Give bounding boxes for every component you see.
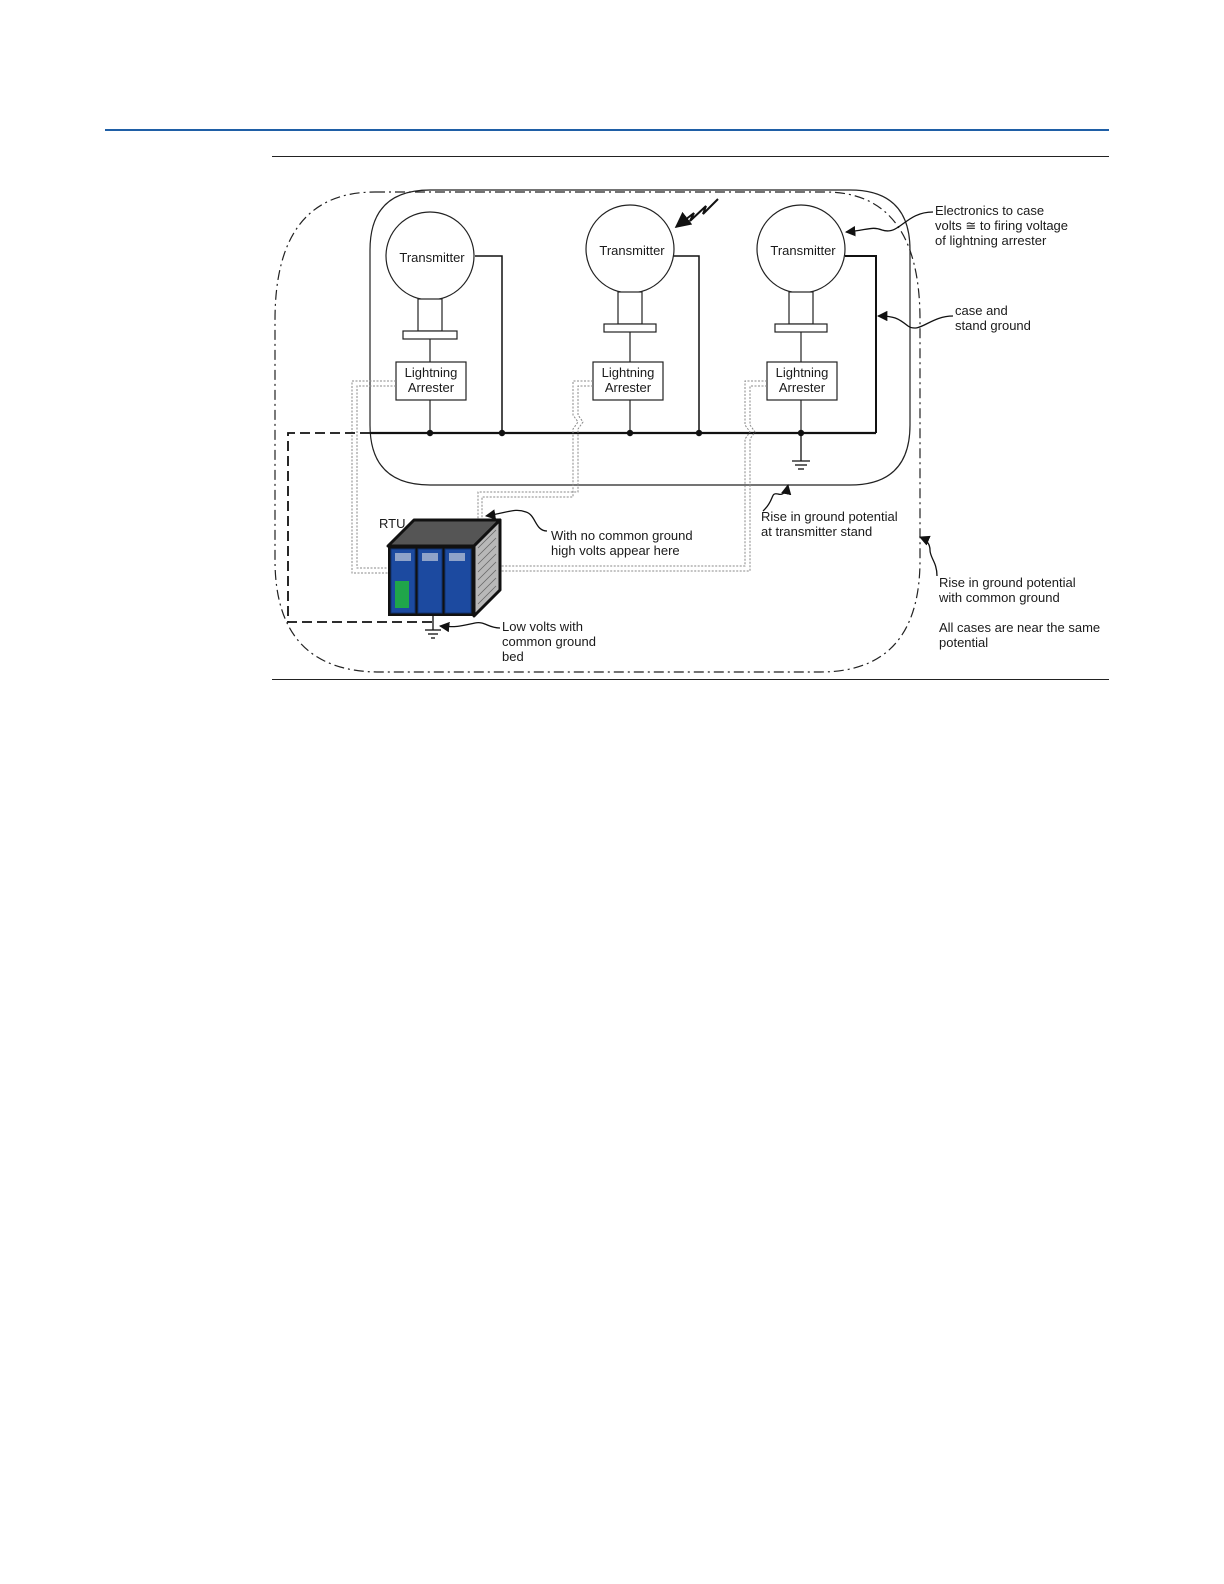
figure-bottom-rule <box>272 679 1109 680</box>
ground-symbol-icon <box>425 616 441 639</box>
svg-text:With no common ground: With no common ground <box>551 528 693 543</box>
annotation-no-common-ground: With no common ground high volts appear … <box>551 528 693 558</box>
case-ground-wire-right <box>845 255 877 433</box>
lightning-arrester-2: Lightning Arrester <box>592 361 664 433</box>
rtu-label: RTU <box>379 516 405 531</box>
svg-text:at transmitter stand: at transmitter stand <box>761 524 872 539</box>
svg-text:high volts appear here: high volts appear here <box>551 543 680 558</box>
svg-text:Lightning: Lightning <box>602 365 655 380</box>
transmitter-3: Transmitter <box>756 204 846 362</box>
svg-text:with common ground: with common ground <box>938 590 1060 605</box>
lightning-bolt-icon <box>674 198 719 228</box>
lightning-arrester-3: Lightning Arrester <box>766 361 838 433</box>
header-rule <box>105 129 1109 131</box>
svg-text:stand ground: stand ground <box>955 318 1031 333</box>
case-ground-wire-left <box>475 255 503 433</box>
transmitter-1: Transmitter <box>385 211 475 362</box>
svg-text:of lightning arrester: of lightning arrester <box>935 233 1047 248</box>
lightning-arrester-1: Lightning Arrester <box>395 361 467 433</box>
common-ground-boundary <box>274 191 921 673</box>
svg-text:All cases are near the same: All cases are near the same <box>939 620 1100 635</box>
svg-text:common ground: common ground <box>502 634 596 649</box>
svg-text:Arrester: Arrester <box>408 380 455 395</box>
transmitter-2-label: Transmitter <box>599 243 665 258</box>
annotation-case-ground: case and stand ground <box>955 303 1031 333</box>
transmitter-2: Transmitter <box>585 204 675 362</box>
svg-text:Electronics to case: Electronics to case <box>935 203 1044 218</box>
svg-text:bed: bed <box>502 649 524 664</box>
annotation-rise-stand: Rise in ground potential at transmitter … <box>761 509 898 539</box>
svg-text:Lightning: Lightning <box>776 365 829 380</box>
transmitter-1-label: Transmitter <box>399 250 465 265</box>
svg-text:Rise in ground potential: Rise in ground potential <box>939 575 1076 590</box>
svg-text:case and: case and <box>955 303 1008 318</box>
annotation-leaders <box>438 211 954 633</box>
svg-text:Lightning: Lightning <box>405 365 458 380</box>
svg-text:Low volts with: Low volts with <box>502 619 583 634</box>
transmitter-stand-boundary <box>369 189 911 486</box>
svg-text:Arrester: Arrester <box>779 380 826 395</box>
annotation-all-cases: All cases are near the same potential <box>939 620 1100 650</box>
svg-text:Arrester: Arrester <box>605 380 652 395</box>
rtu-indicator-led <box>395 581 409 608</box>
figure-top-rule <box>272 156 1109 157</box>
annotation-electronics: Electronics to case volts ≅ to firing vo… <box>935 203 1068 248</box>
svg-text:potential: potential <box>939 635 988 650</box>
ground-symbol-icon <box>792 433 810 470</box>
annotation-low-volts: Low volts with common ground bed <box>502 619 596 664</box>
svg-text:Rise in ground potential: Rise in ground potential <box>761 509 898 524</box>
rtu-cabinet: RTU <box>379 516 502 618</box>
signal-wiring <box>351 380 767 574</box>
svg-text:volts ≅ to firing voltage: volts ≅ to firing voltage <box>935 218 1068 233</box>
transmitter-3-label: Transmitter <box>770 243 836 258</box>
case-ground-wire-middle <box>673 255 700 433</box>
annotation-rise-common: Rise in ground potential with common gro… <box>938 575 1076 605</box>
